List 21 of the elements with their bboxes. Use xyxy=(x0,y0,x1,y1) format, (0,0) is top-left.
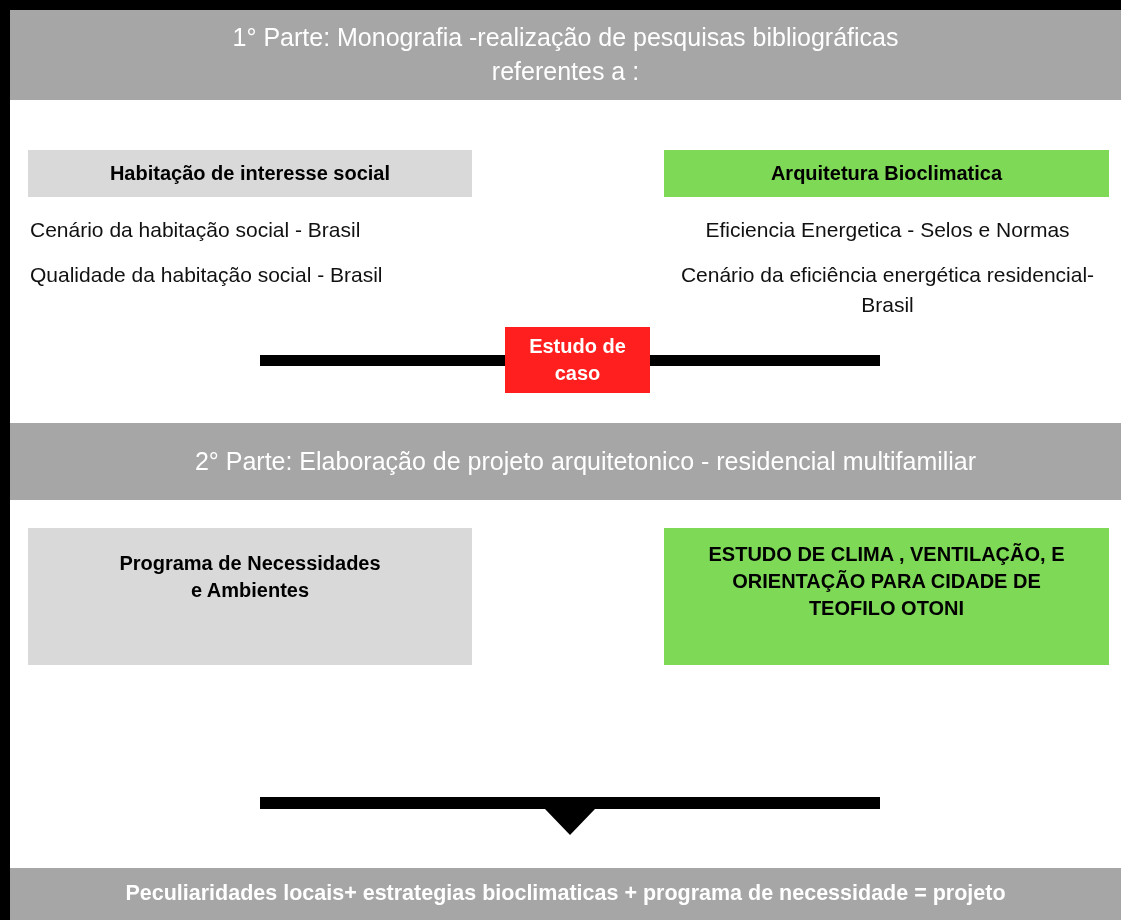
result-band xyxy=(10,868,1121,920)
topic-box xyxy=(664,528,1109,665)
topic-title: Habitação de interesse social xyxy=(109,161,391,186)
topic-title: Arquitetura Bioclimatica xyxy=(770,161,1003,186)
topic-title: Programa de Necessidades e Ambientes xyxy=(118,550,382,603)
topic-box xyxy=(28,528,472,665)
topic-box xyxy=(664,150,1109,197)
topic-item: Cenário da eficiência energética residencial- Brasil xyxy=(680,262,1095,319)
band-title: 1° Parte: Monografia -realização de pesquisas bibliográficas referentes a : xyxy=(231,22,900,87)
topic-item: Cenário da habitação social - Brasil xyxy=(30,217,362,243)
topic-box xyxy=(28,150,472,197)
section-band xyxy=(10,423,1121,500)
topic-title: ESTUDO DE CLIMA , VENTILAÇÃO, E ORIENTAÇÃO PARA CIDADE DE TEOFILO OTONI xyxy=(707,542,1066,621)
case-study-box xyxy=(505,327,650,393)
merge-bar-chevron xyxy=(260,797,880,835)
band-title: Peculiaridades locais+ estrategias bioclimaticas + programa de necessidade = projeto xyxy=(125,880,1006,908)
band-title: 2° Parte: Elaboração de projeto arquitetonico - residencial multifamiliar xyxy=(194,445,977,477)
section-band xyxy=(10,10,1121,100)
topic-item: Eficiencia Energetica - Selos e Normas xyxy=(704,217,1071,243)
case-study-label: Estudo de caso xyxy=(528,334,627,386)
topic-item: Qualidade da habitação social - Brasil xyxy=(30,262,384,288)
